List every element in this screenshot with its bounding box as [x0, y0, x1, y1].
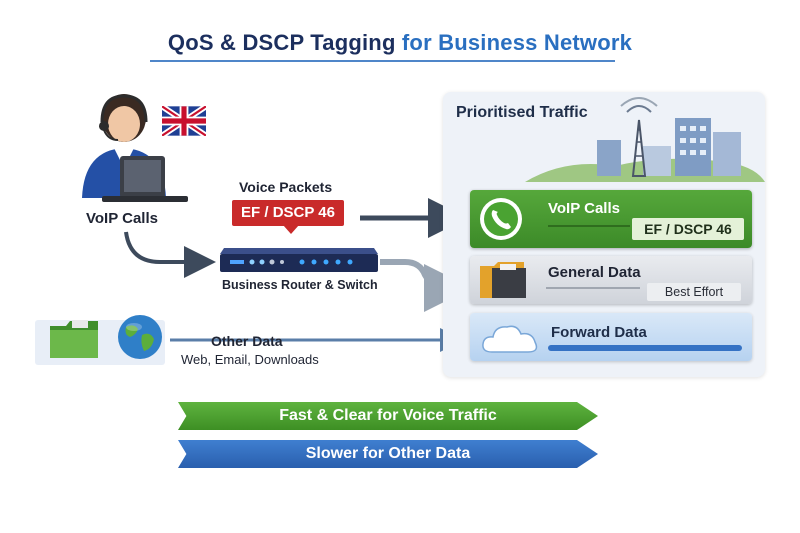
router-icon — [220, 248, 378, 272]
lane-general-line — [546, 287, 640, 289]
globe-icon — [118, 315, 162, 359]
lane-voip-label: VoIP Calls — [548, 200, 620, 217]
lane-voip-badge: EF / DSCP 46 — [632, 218, 744, 240]
title-underline — [150, 60, 615, 62]
other-data-label: Other Data — [211, 333, 283, 349]
folder-icon — [50, 320, 98, 358]
router-label: Business Router & Switch — [222, 278, 378, 292]
lane-general-badge: Best Effort — [647, 283, 741, 301]
panel-title: Prioritised Traffic — [456, 104, 588, 121]
other-data-sublabel: Web, Email, Downloads — [181, 352, 319, 367]
cloud-icon — [482, 325, 538, 353]
voip-source-label: VoIP Calls — [86, 210, 158, 227]
banner-slow: Slower for Other Data — [178, 440, 598, 468]
title-main: QoS & DSCP Tagging — [167, 30, 396, 55]
lane-general-label: General Data — [548, 264, 641, 281]
city-tower-icon — [525, 97, 765, 182]
lane-forward-label: Forward Data — [551, 324, 647, 341]
headset-person-icon — [82, 94, 188, 202]
banner-fast: Fast & Clear for Voice Traffic — [178, 402, 598, 430]
phone-icon — [480, 198, 522, 240]
voip-to-router-arrow — [124, 231, 216, 278]
lane-voip-line — [548, 225, 630, 227]
folder-dark-icon — [480, 262, 526, 298]
voice-tag-pointer — [283, 225, 299, 234]
title-accent: for Business Network — [401, 30, 633, 55]
uk-flag-icon — [162, 106, 206, 136]
lane-forward-bar — [548, 345, 742, 351]
page-title: QoS & DSCP Tagging for Business Network — [0, 30, 800, 56]
router-to-general-arrow — [380, 259, 472, 312]
voice-dscp-tag: EF / DSCP 46 — [232, 200, 344, 226]
voice-packets-label: Voice Packets — [239, 179, 333, 195]
